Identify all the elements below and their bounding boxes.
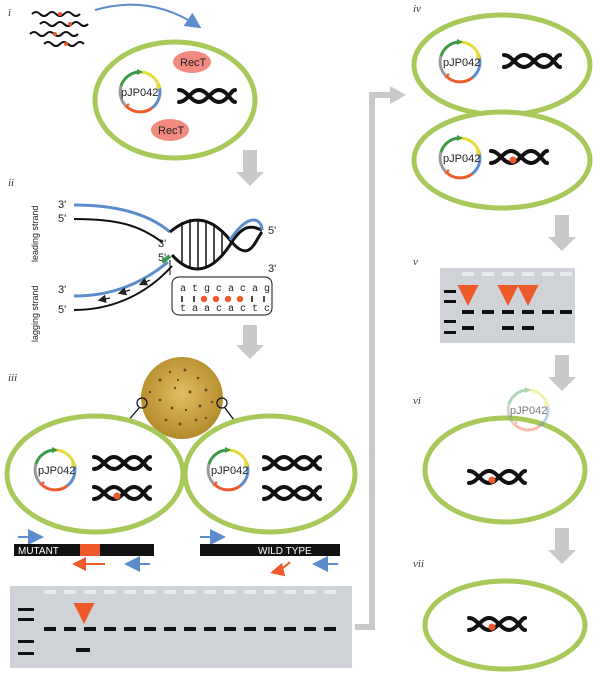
end-label: 5' [268,225,276,237]
plasmid-label-iii-a: pJP042 [38,465,75,477]
lagging-strand [73,265,173,311]
mutation-dot [488,476,496,484]
okazaki-arrow [97,294,111,303]
cell-i [92,39,258,161]
leading-strand-blue [73,203,171,234]
base-pairs [181,219,223,269]
lagging-strand-label: lagging strand [30,285,40,342]
plasmid-label-vi: pJP042 [510,405,547,417]
ladder-bands [444,290,456,334]
okazaki-arrow [138,277,151,286]
plasmid-label-iv-a: pJP042 [443,57,480,69]
plasmid-label-iv-b: pJP042 [443,153,480,165]
cell-wild-type [182,413,358,535]
gel-bands [44,627,336,652]
wild-type-label: WILD TYPE [258,546,312,557]
rect-label-1: RecT [180,57,207,69]
leading-strand [73,218,163,243]
blue-strand-end [228,218,264,241]
cell-vii [422,578,588,672]
mutation-dot [113,492,121,500]
gel-v [440,268,575,343]
end-label: 3' [58,199,66,211]
cell-mutant [4,413,186,535]
step-label-iv: iv [413,3,421,15]
flow-arrow-down [548,215,576,251]
wild-type-primer [270,561,291,577]
flow-arrow-down [236,325,264,359]
uptake-arrow [94,3,202,29]
picked-colony [216,397,228,409]
step-label-vi: vi [413,395,421,407]
ladder-bands [18,608,34,655]
flow-arrow-down [548,355,576,391]
gel-bands [462,310,572,330]
connector-arrowhead [390,86,406,104]
helix-strand [169,218,264,253]
connector-line [355,92,392,630]
end-label: 5' [58,213,66,225]
mutation-dot [509,156,517,164]
step-label-ii: ii [8,177,14,189]
sequence-top: a t g c a c a g [180,284,270,295]
flow-arrow-down [548,528,576,564]
mutant-site [80,544,100,556]
mutant-label: MUTANT [18,546,59,557]
helix-strand [170,225,263,271]
sequence-bottom: t a a c a c t c [180,304,270,315]
lagging-strand-blue [73,260,169,298]
end-label: 5' [58,304,66,316]
step-label-i: i [8,7,11,19]
okazaki-arrow [117,287,131,296]
picked-colony [136,397,148,409]
step-label-vii: vii [413,558,424,570]
flow-arrow-down [236,150,264,186]
oligo-strands [29,11,89,47]
end-label: 3' [158,238,166,250]
agar-plate [141,357,223,439]
step-label-v: v [413,256,418,268]
mutation-dot [488,623,496,631]
rect-label-2: RecT [158,125,185,137]
oligo-annealed [160,254,172,264]
plasmid-label-iii-b: pJP042 [211,465,248,477]
sequence-callout [171,276,273,316]
plasmid-label-i: pJP042 [121,87,158,99]
rect-protein-icon [151,119,189,141]
step-label-iii: iii [8,372,17,384]
end-label: 3' [58,284,66,296]
end-label: 3' [268,263,276,275]
wild-type-track [200,544,340,556]
leading-strand-label: leading strand [30,205,40,262]
mismatch-dots [200,295,244,303]
rect-protein-icon [173,51,211,73]
end-label: 5' [158,252,166,264]
gel-iii [10,586,352,668]
colonies [148,368,214,426]
